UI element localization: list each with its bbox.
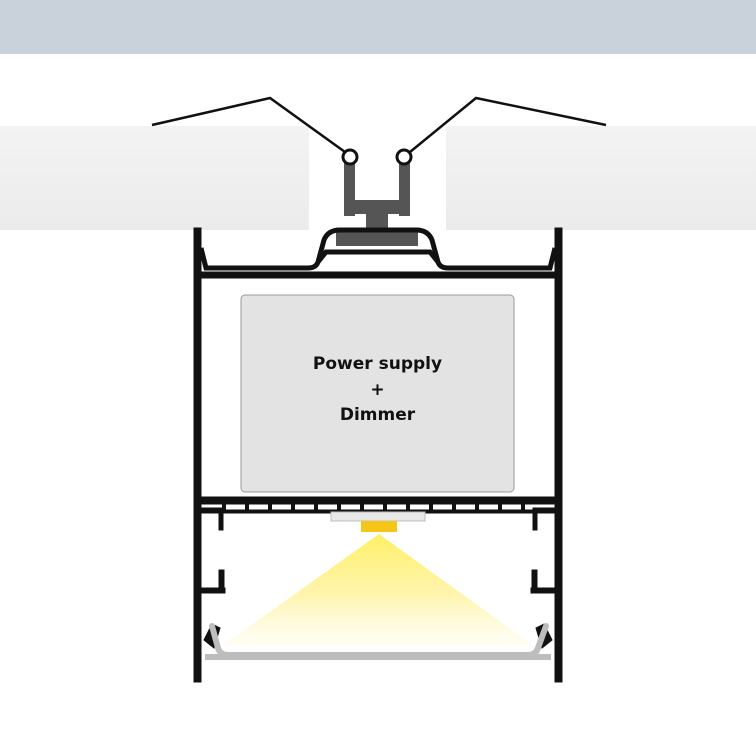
fin — [406, 502, 410, 510]
fin — [498, 502, 502, 510]
fin — [452, 502, 456, 510]
power-supply-label-line2: + — [370, 379, 385, 400]
fin — [314, 502, 318, 510]
fin — [245, 502, 249, 510]
fin — [268, 502, 272, 510]
power-supply-box — [240, 294, 515, 493]
ceiling-band — [0, 0, 756, 54]
power-supply-label-line1: Power supply — [312, 354, 443, 374]
power-supply-label-line3: Dimmer — [339, 405, 416, 425]
led-chip — [361, 521, 397, 532]
fin — [222, 502, 226, 510]
ceiling-board-right — [446, 126, 756, 230]
fin — [337, 502, 341, 510]
ceiling-board-left — [0, 126, 309, 230]
fin — [291, 502, 295, 510]
led-mount — [330, 511, 426, 522]
fin — [383, 502, 387, 510]
fin — [521, 502, 525, 510]
fin — [360, 502, 364, 510]
spring-clip — [151, 96, 607, 246]
fin — [429, 502, 433, 510]
light-beam — [222, 534, 534, 646]
power-supply-label: Power supply + Dimmer — [241, 352, 514, 429]
heat-sink-fins — [222, 502, 525, 510]
fin — [475, 502, 479, 510]
diffuser-base — [205, 654, 551, 660]
